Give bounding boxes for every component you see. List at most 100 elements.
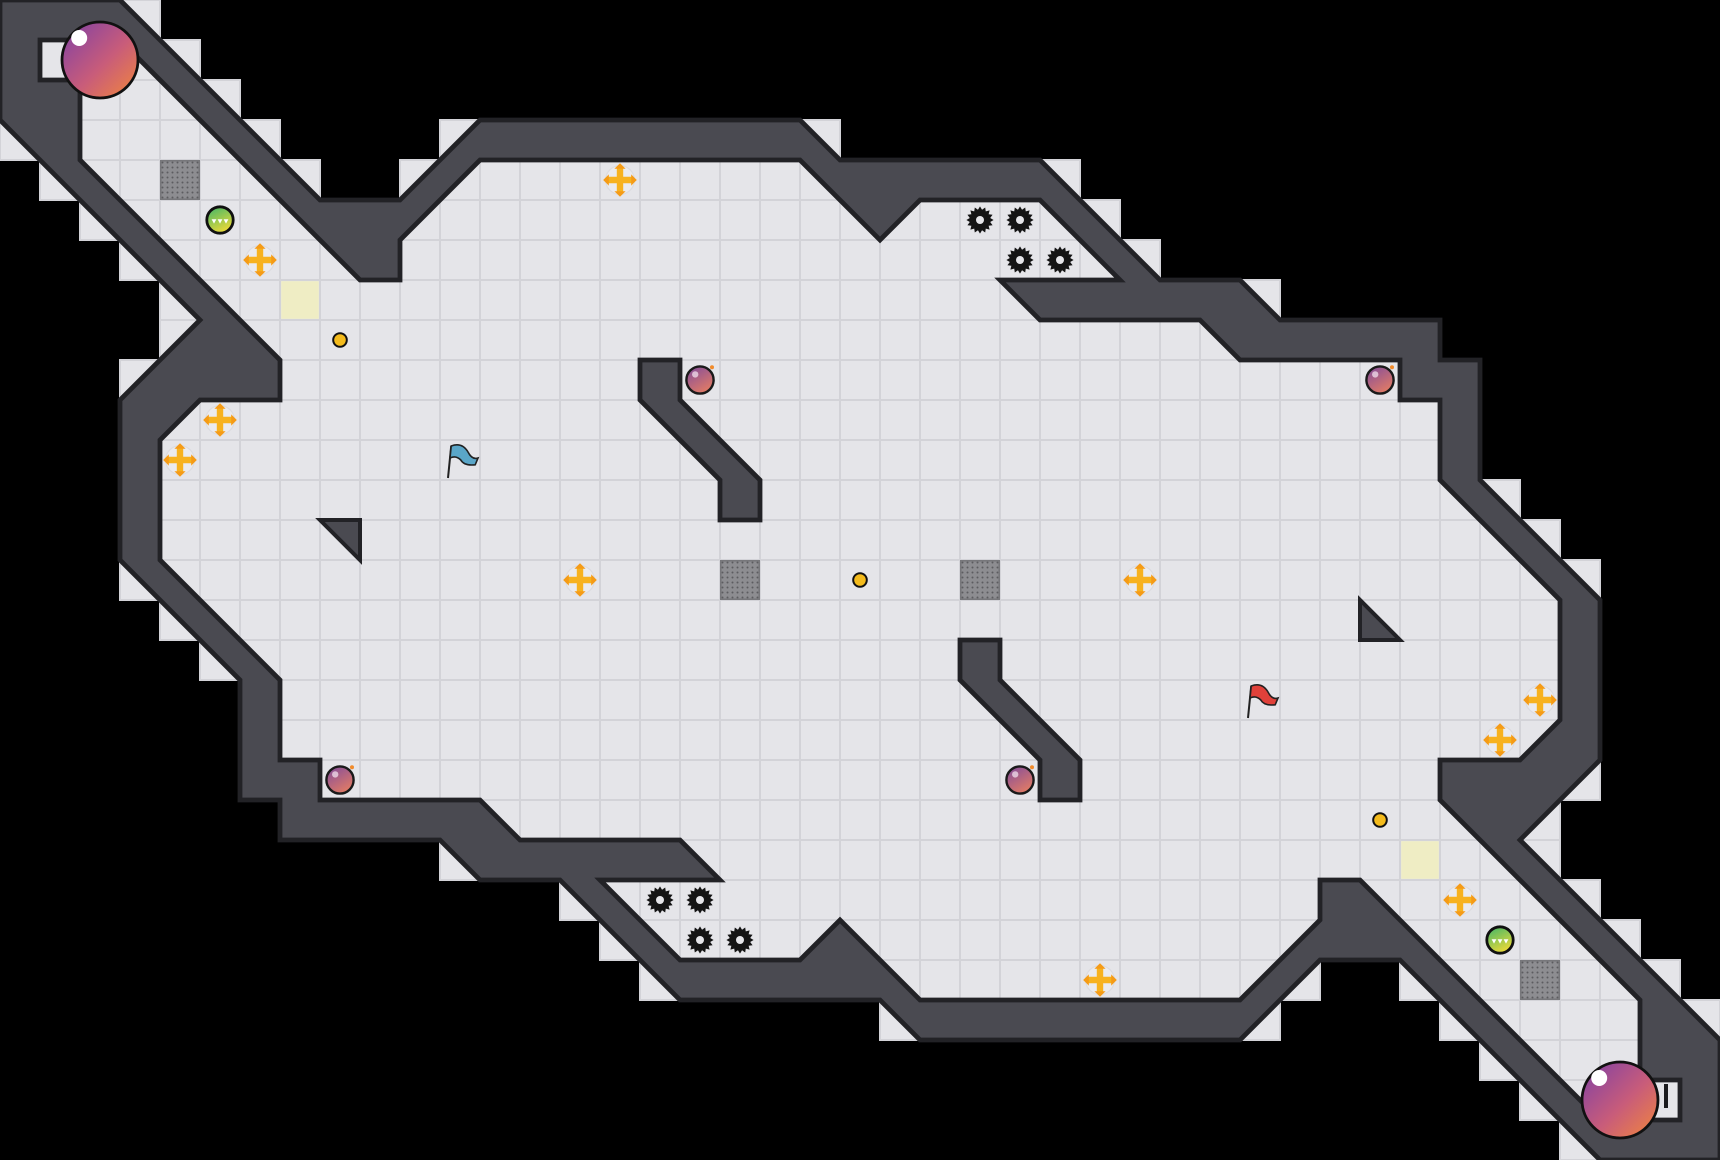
floor-tile <box>319 279 361 321</box>
boost-arrowhead <box>243 254 249 266</box>
floor-tile <box>879 719 921 761</box>
grate-tile-icon <box>159 159 200 200</box>
floor-tile <box>1039 519 1081 561</box>
flag-cloth <box>449 444 480 466</box>
grate-tile-icon <box>1520 960 1561 1001</box>
bomb-shine <box>1372 371 1379 378</box>
floor-tile <box>1039 399 1081 441</box>
spike-hole <box>1016 256 1024 264</box>
boost-cross <box>1448 888 1472 912</box>
floor-tile <box>879 639 921 681</box>
floor-tile <box>439 399 481 441</box>
floor-tile <box>919 679 961 721</box>
red-flag-icon <box>1247 684 1280 719</box>
spike-gear-icon <box>686 886 714 914</box>
floor-tile <box>1519 999 1561 1041</box>
boost-arrows-icon <box>243 243 277 277</box>
floor-tile <box>759 439 801 481</box>
floor-tile <box>839 639 881 681</box>
floor-tile <box>1159 959 1201 1001</box>
floor-tile <box>1239 839 1281 881</box>
floor-tile <box>1239 879 1281 921</box>
floor-tile <box>399 559 441 601</box>
floor-tile <box>1479 879 1521 921</box>
floor-tile <box>1079 719 1121 761</box>
bomb-shine <box>692 371 699 378</box>
floor-tile <box>1119 879 1161 921</box>
spike-gear-icon <box>686 926 714 954</box>
floor-tile <box>1199 719 1241 761</box>
floor-tile <box>839 759 881 801</box>
boost-arrowhead <box>1523 694 1529 706</box>
boost-arrowhead <box>254 243 266 249</box>
marble-ball-icon <box>60 20 140 100</box>
boost-arrows-icon <box>1083 963 1117 997</box>
floor-tile <box>839 479 881 521</box>
floor-tile <box>439 479 481 521</box>
floor-tile <box>799 719 841 761</box>
button-body <box>1372 812 1388 828</box>
floor-tile <box>719 359 761 401</box>
floor-tile <box>1279 799 1321 841</box>
floor-tile <box>519 239 561 281</box>
floor-tile <box>919 199 961 241</box>
floor-tile <box>319 719 361 761</box>
floor-tile <box>1399 559 1441 601</box>
floor-tile <box>1159 879 1201 921</box>
floor-tile <box>159 199 201 241</box>
floor-tile <box>279 719 321 761</box>
floor-tile <box>1119 719 1161 761</box>
floor-tile <box>639 559 681 601</box>
floor-tile <box>439 359 481 401</box>
floor-tile <box>639 799 681 841</box>
floor-tile <box>1439 519 1481 561</box>
floor-tile <box>799 759 841 801</box>
floor-tile <box>559 439 601 481</box>
floor-tile <box>399 679 441 721</box>
boost-arrowhead <box>603 174 609 186</box>
floor-tile <box>199 479 241 521</box>
floor-tile <box>279 559 321 601</box>
floor-tile <box>759 159 801 201</box>
floor-tile <box>1439 679 1481 721</box>
boost-arrowhead <box>1111 974 1117 986</box>
floor-tile <box>1119 919 1161 961</box>
floor-tile <box>439 639 481 681</box>
floor-tile <box>1199 759 1241 801</box>
floor-tile <box>919 479 961 521</box>
floor-tile <box>279 239 321 281</box>
grate-tile-icon <box>720 560 761 601</box>
floor-tile <box>759 719 801 761</box>
floor-tile <box>1039 319 1081 361</box>
boost-cross <box>1488 728 1512 752</box>
floor-tile <box>1079 799 1121 841</box>
inner-wall-south <box>957 637 1083 803</box>
spike-gear-icon <box>1006 246 1034 274</box>
floor-tile <box>799 359 841 401</box>
floor-tile <box>559 199 601 241</box>
powerup-orb-icon <box>1485 925 1515 955</box>
floor-tile <box>719 279 761 321</box>
floor-tile <box>1279 719 1321 761</box>
floor-tile <box>1119 439 1161 481</box>
spike-hole <box>656 896 664 904</box>
floor-tile <box>799 559 841 601</box>
floor-tile <box>359 719 401 761</box>
floor-tile <box>1399 399 1441 441</box>
boost-arrowhead <box>271 254 277 266</box>
floor-tile <box>479 639 521 681</box>
floor-tile <box>879 879 921 921</box>
floor-tile <box>1159 759 1201 801</box>
floor-tile <box>399 759 441 801</box>
floor-tile <box>1079 639 1121 681</box>
floor-tile <box>1239 599 1281 641</box>
floor-tile <box>799 239 841 281</box>
floor-tile <box>1079 519 1121 561</box>
floor-tile <box>1159 359 1201 401</box>
wall-marker <box>1664 1084 1668 1108</box>
floor-tile <box>879 679 921 721</box>
floor-tile <box>479 519 521 561</box>
bomb-shine <box>332 771 339 778</box>
floor-tile <box>1079 919 1121 961</box>
boost-arrows-icon <box>203 403 237 437</box>
